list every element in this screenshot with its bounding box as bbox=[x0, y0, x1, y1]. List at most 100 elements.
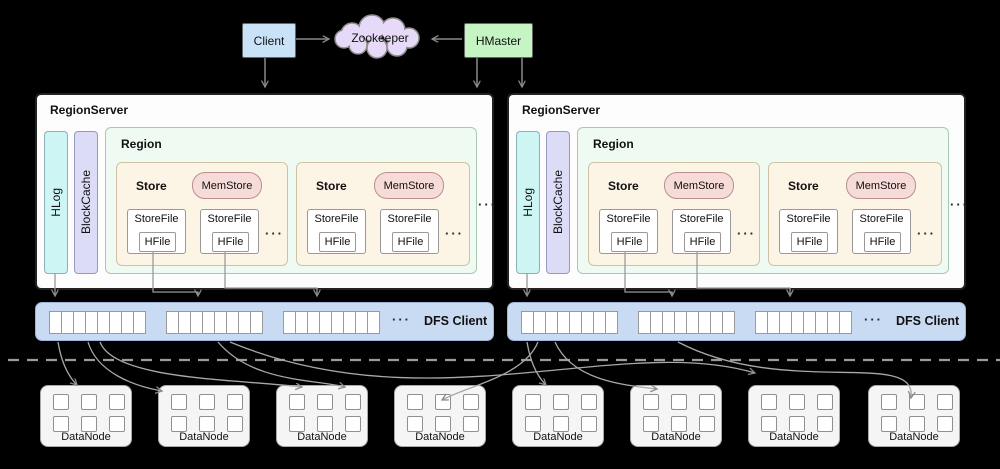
storefile-box: StoreFile HFile bbox=[380, 209, 439, 254]
datanode-block-square bbox=[789, 394, 805, 410]
datanode-block-square bbox=[909, 416, 925, 432]
datanode-block-square bbox=[289, 394, 305, 410]
dfs-block-cell bbox=[367, 311, 380, 334]
dfs-client-bar-2: ··· DFS Client bbox=[507, 302, 966, 341]
region-title: Region bbox=[121, 137, 162, 151]
dfs-client-bar-1: ··· DFS Client bbox=[35, 302, 494, 341]
datanode-block-square bbox=[345, 416, 361, 432]
datanode-block-square bbox=[643, 416, 659, 432]
store-box: Store MemStore StoreFile HFile StoreFile… bbox=[768, 162, 942, 266]
datanode-block-square bbox=[199, 394, 215, 410]
datanode-block-square bbox=[671, 394, 687, 410]
datanode-label: DataNode bbox=[415, 431, 465, 443]
more-regions-ellipsis: ··· bbox=[478, 197, 497, 212]
datanode-block-square bbox=[553, 394, 569, 410]
hfile-box: HFile bbox=[139, 232, 176, 252]
datanode-block-square bbox=[671, 416, 687, 432]
regionserver-box-2: RegionServer HLog BlockCache Region Stor… bbox=[507, 93, 967, 290]
datanode-blocks bbox=[881, 394, 953, 432]
datanode-block-square bbox=[581, 394, 597, 410]
hfile-box: HFile bbox=[611, 232, 648, 252]
datanode-block-square bbox=[817, 416, 833, 432]
datanode-box-5: DataNode bbox=[512, 385, 604, 447]
hlog-box: HLog bbox=[44, 131, 68, 274]
hlog-box: HLog bbox=[516, 131, 540, 274]
dfs-block-cell bbox=[605, 311, 618, 334]
regionserver-box-1: RegionServer HLog BlockCache Region Stor… bbox=[35, 93, 497, 290]
more-storefiles-ellipsis: ··· bbox=[445, 226, 464, 241]
datanode-label: DataNode bbox=[651, 431, 701, 443]
dfs-block-cell bbox=[722, 311, 735, 334]
regionserver-title: RegionServer bbox=[50, 103, 129, 117]
blockcache-box: BlockCache bbox=[74, 131, 98, 274]
storefile-box: StoreFile HFile bbox=[127, 209, 186, 254]
datanode-block-square bbox=[81, 394, 97, 410]
datanode-block-square bbox=[761, 394, 777, 410]
datanode-label: DataNode bbox=[889, 431, 939, 443]
storefile-label: StoreFile bbox=[679, 213, 724, 225]
datanode-block-square bbox=[909, 394, 925, 410]
datanode-block-square bbox=[317, 394, 333, 410]
memstore-badge: MemStore bbox=[374, 172, 444, 199]
store-label: Store bbox=[608, 179, 639, 193]
datanode-block-square bbox=[81, 416, 97, 432]
storefile-box: StoreFile HFile bbox=[672, 209, 731, 254]
datanode-block-square bbox=[407, 394, 423, 410]
datanode-label: DataNode bbox=[769, 431, 819, 443]
storefile-label: StoreFile bbox=[314, 213, 359, 225]
region-title: Region bbox=[593, 137, 634, 151]
datanode-block-square bbox=[553, 416, 569, 432]
hfile-box: HFile bbox=[791, 232, 828, 252]
datanode-label: DataNode bbox=[179, 431, 229, 443]
datanode-box-8: DataNode bbox=[868, 385, 960, 447]
hfile-box: HFile bbox=[319, 232, 356, 252]
hmaster-box: HMaster bbox=[464, 23, 533, 58]
dfs-client-label: DFS Client bbox=[424, 314, 488, 328]
dfs-block-group bbox=[49, 311, 146, 334]
memstore-badge: MemStore bbox=[192, 172, 262, 199]
storefile-box: StoreFile HFile bbox=[852, 209, 911, 254]
datanode-label: DataNode bbox=[61, 431, 111, 443]
zookeeper-label: Zookeeper bbox=[351, 31, 409, 45]
datanode-block-square bbox=[109, 394, 125, 410]
datanode-box-6: DataNode bbox=[630, 385, 722, 447]
curve-dfs1-to-datanode3b bbox=[217, 341, 345, 387]
dfs-block-group bbox=[755, 311, 852, 334]
more-storefiles-ellipsis: ··· bbox=[917, 226, 936, 241]
datanode-block-square bbox=[435, 394, 451, 410]
datanode-block-square bbox=[289, 416, 305, 432]
store-box: Store MemStore StoreFile HFile StoreFile… bbox=[296, 162, 470, 266]
store-box: Store MemStore StoreFile HFile StoreFile… bbox=[588, 162, 760, 266]
region-box: Region Store MemStore StoreFile HFile St… bbox=[577, 127, 949, 274]
curve-dfs1-to-datanode1 bbox=[57, 341, 77, 385]
datanode-block-square bbox=[937, 394, 953, 410]
hlog-label: HLog bbox=[49, 188, 63, 217]
datanode-block-square bbox=[761, 416, 777, 432]
datanode-block-square bbox=[817, 394, 833, 410]
storefile-label: StoreFile bbox=[786, 213, 831, 225]
datanode-blocks bbox=[525, 394, 597, 432]
datanode-blocks bbox=[171, 394, 243, 432]
dfs-block-group bbox=[638, 311, 735, 334]
region-box: Region Store MemStore StoreFile HFile St… bbox=[105, 127, 477, 274]
blockcache-box: BlockCache bbox=[546, 131, 570, 274]
datanode-block-square bbox=[53, 416, 69, 432]
datanode-box-2: DataNode bbox=[158, 385, 250, 447]
dfs-block-group bbox=[283, 311, 380, 334]
storefile-label: StoreFile bbox=[606, 213, 651, 225]
curve-dfs1-to-datanode3 bbox=[99, 341, 302, 387]
datanode-block-square bbox=[345, 394, 361, 410]
datanode-blocks bbox=[761, 394, 833, 432]
hfile-box: HFile bbox=[684, 232, 721, 252]
datanode-block-square bbox=[407, 416, 423, 432]
datanode-box-1: DataNode bbox=[40, 385, 132, 447]
datanode-block-square bbox=[463, 416, 479, 432]
datanode-label: DataNode bbox=[297, 431, 347, 443]
storefile-label: StoreFile bbox=[859, 213, 904, 225]
hfile-box: HFile bbox=[864, 232, 901, 252]
datanode-block-square bbox=[53, 394, 69, 410]
storefile-box: StoreFile HFile bbox=[599, 209, 658, 254]
dfs-block-cell bbox=[839, 311, 852, 334]
hfile-box: HFile bbox=[392, 232, 429, 252]
datanode-block-square bbox=[171, 416, 187, 432]
